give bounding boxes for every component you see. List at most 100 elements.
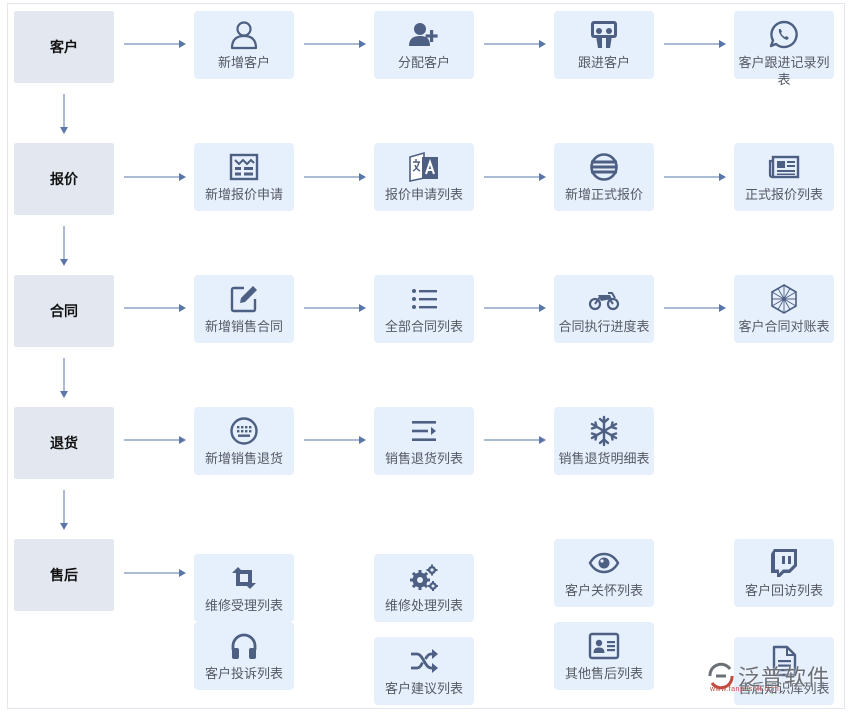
node-label: 跟进客户 (577, 55, 630, 70)
node-label: 维修受理列表 (204, 598, 283, 613)
snowflake-icon (588, 415, 620, 447)
node-label: 客户建议列表 (384, 681, 463, 696)
file-text-icon (768, 645, 800, 677)
node-contract-reconciliation[interactable]: 客户合同对账表 (734, 275, 834, 343)
cogs-icon (408, 562, 440, 594)
brand-logo: 泛普软件 www.fanpusoft.com (706, 660, 836, 693)
right-arrow (304, 303, 366, 313)
right-arrow (124, 568, 186, 578)
node-add-customer[interactable]: 新增客户 (194, 11, 294, 79)
down-arrow (59, 226, 69, 266)
node-quote-request-list[interactable]: 报价申请列表 (374, 143, 474, 211)
right-arrow (484, 435, 546, 445)
logo-mark-icon (708, 662, 734, 690)
form-icon (228, 151, 260, 183)
node-assign-customer[interactable]: 分配客户 (374, 11, 474, 79)
eye-icon (588, 547, 620, 579)
node-label: 合同执行进度表 (558, 319, 650, 334)
slideshare-icon (588, 19, 620, 51)
node-new-sales-return[interactable]: 新增销售退货 (194, 407, 294, 475)
right-arrow (484, 303, 546, 313)
right-arrow (484, 172, 546, 182)
random-icon (408, 645, 440, 677)
mesh-icon (768, 283, 800, 315)
logo-url: www.fanpusoft.com (710, 686, 780, 693)
headphones-icon (228, 630, 260, 662)
stage-quote: 报价 (14, 143, 114, 215)
node-label: 销售退货列表 (384, 451, 463, 466)
stage-label: 售后 (50, 567, 78, 583)
newspaper-icon (768, 151, 800, 183)
down-arrow (59, 358, 69, 398)
node-label: 全部合同列表 (384, 319, 463, 334)
indent-icon (408, 415, 440, 447)
node-label: 客户回访列表 (744, 583, 823, 598)
node-customer-follow-records[interactable]: 客户跟进记录列表 (734, 11, 834, 87)
node-label: 分配客户 (397, 55, 450, 70)
node-label: 新增销售合同 (204, 319, 283, 334)
stage-label: 合同 (50, 303, 78, 319)
node-label: 客户跟进记录列表 (738, 55, 830, 87)
id-card-icon (588, 630, 620, 662)
node-label: 客户投诉列表 (204, 666, 283, 681)
right-arrow (664, 303, 726, 313)
menu-circle-icon (588, 151, 620, 183)
right-arrow (304, 172, 366, 182)
down-arrow (59, 94, 69, 134)
node-repair-processing[interactable]: 维修处理列表 (374, 554, 474, 622)
node-label: 客户关怀列表 (564, 583, 643, 598)
node-sales-return-list[interactable]: 销售退货列表 (374, 407, 474, 475)
node-suggestion-list[interactable]: 客户建议列表 (374, 637, 474, 705)
node-sales-return-detail[interactable]: 销售退货明细表 (554, 407, 654, 475)
twitch-icon (768, 547, 800, 579)
node-label: 售后知识库列表 (738, 681, 830, 696)
right-arrow (124, 39, 186, 49)
stage-label: 报价 (50, 171, 78, 187)
node-all-contracts[interactable]: 全部合同列表 (374, 275, 474, 343)
node-contract-progress[interactable]: 合同执行进度表 (554, 275, 654, 343)
edit-icon (228, 283, 260, 315)
motorcycle-icon (588, 283, 620, 315)
node-new-sales-contract[interactable]: 新增销售合同 (194, 275, 294, 343)
right-arrow (304, 435, 366, 445)
diagram-frame (7, 3, 845, 709)
user-plus-icon (408, 19, 440, 51)
keyboard-icon (228, 415, 260, 447)
stage-contract: 合同 (14, 275, 114, 347)
node-repair-acceptance[interactable]: 维修受理列表 (194, 554, 294, 622)
down-arrow (59, 490, 69, 530)
retweet-icon (228, 562, 260, 594)
node-label: 新增销售退货 (204, 451, 283, 466)
node-label: 客户合同对账表 (738, 319, 830, 334)
node-label: 维修处理列表 (384, 598, 463, 613)
node-return-visit[interactable]: 客户回访列表 (734, 539, 834, 607)
node-label: 新增报价申请 (204, 187, 283, 202)
node-label: 新增客户 (217, 55, 270, 70)
node-knowledge-base[interactable]: 售后知识库列表 (734, 637, 834, 705)
node-other-aftersales[interactable]: 其他售后列表 (554, 622, 654, 690)
node-label: 报价申请列表 (384, 187, 463, 202)
node-customer-care[interactable]: 客户关怀列表 (554, 539, 654, 607)
stage-aftersales: 售后 (14, 539, 114, 611)
stage-label: 客户 (50, 39, 78, 55)
node-label: 新增正式报价 (564, 187, 643, 202)
stage-customer: 客户 (14, 11, 114, 83)
node-follow-customer[interactable]: 跟进客户 (554, 11, 654, 79)
whatsapp-icon (768, 19, 800, 51)
node-complaint-list[interactable]: 客户投诉列表 (194, 622, 294, 690)
node-formal-quote-list[interactable]: 正式报价列表 (734, 143, 834, 211)
list-icon (408, 283, 440, 315)
node-label: 其他售后列表 (564, 666, 643, 681)
translate-icon (408, 151, 440, 183)
right-arrow (304, 39, 366, 49)
right-arrow (664, 39, 726, 49)
right-arrow (124, 435, 186, 445)
node-new-quote-request[interactable]: 新增报价申请 (194, 143, 294, 211)
node-new-formal-quote[interactable]: 新增正式报价 (554, 143, 654, 211)
right-arrow (124, 172, 186, 182)
node-label: 销售退货明细表 (558, 451, 650, 466)
node-label: 正式报价列表 (744, 187, 823, 202)
logo-brand: 泛普软件 (738, 665, 831, 690)
right-arrow (664, 172, 726, 182)
right-arrow (484, 39, 546, 49)
